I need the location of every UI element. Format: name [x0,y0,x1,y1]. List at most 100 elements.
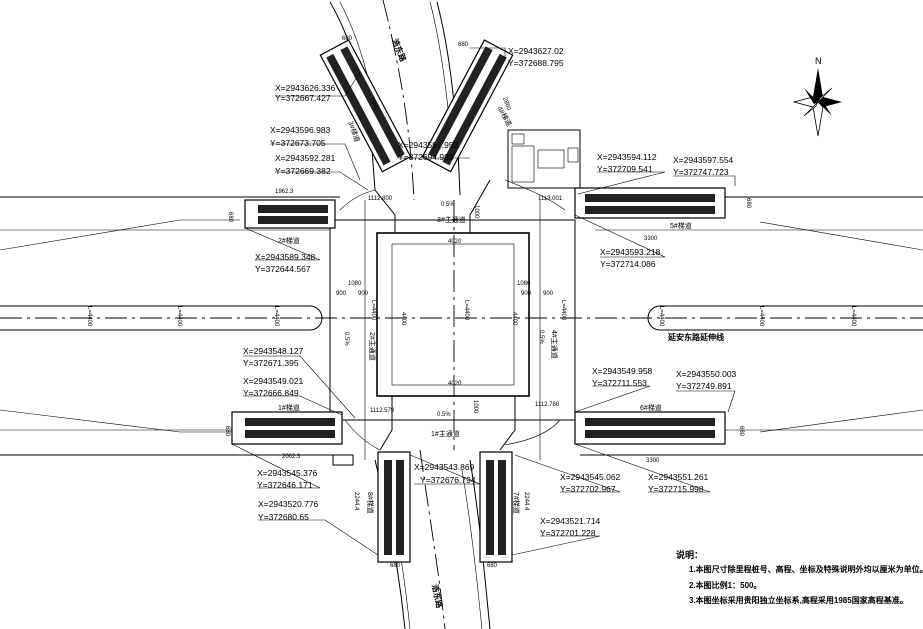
entrance-2-label: 2#梯道 [278,236,300,245]
svg-text:Y=372671.395: Y=372671.395 [243,358,299,368]
svg-text:Y=372667.427: Y=372667.427 [275,93,331,103]
section-tag-9: L=4400 [850,306,856,327]
svg-text:X=2943597.953: X=2943597.953 [398,140,459,150]
underpass-axes [364,200,541,460]
small-box-sw [332,454,354,466]
notes-title: 说明： [676,549,703,560]
dim-680-se: 680 [738,426,744,437]
section-tag-6: L=4400 [560,300,566,321]
svg-text:X=2943549.021: X=2943549.021 [243,376,304,386]
svg-text:X=2943589.348: X=2943589.348 [255,252,316,262]
svg-text:Y=372676.794: Y=372676.794 [420,475,476,485]
slope-east: 0.5% [538,330,544,344]
dim-2244-s1: 2244.4 [353,492,359,511]
elev-ne: 1113.001 [538,196,563,202]
svg-text:X=2943548.127: X=2943548.127 [243,346,304,356]
svg-text:Y=372711.553: Y=372711.553 [592,378,647,388]
elev-se: 1112.780 [535,402,560,408]
dim-900-left-a: 900 [336,291,347,297]
entrance-7-stair [479,451,513,563]
road-east-west-edges [0,196,923,456]
entrance-2-stair [244,199,336,229]
dim-4400-right: 4400 [511,312,517,326]
slope-west: 0.5% [343,332,349,346]
svg-text:Y=372694.983: Y=372694.983 [398,152,454,162]
elev-nw: 1112.800 [368,196,393,202]
svg-text:Y=372644.567: Y=372644.567 [255,264,311,274]
passage-2-label: 2#主通道 [368,332,377,361]
slope-north: 0.5% [441,202,455,208]
road-name-north: 浩东路 [390,37,409,64]
dim-680-sw: 680 [224,426,230,437]
dim-680-nw: 680 [342,36,353,42]
svg-text:X=2943551.261: X=2943551.261 [648,472,709,482]
dim-1080-left: 1080 [348,281,362,287]
coord-callout-16: X=2943545.062 Y=372702.967 [514,454,621,494]
dim-4400-left: 4400 [400,312,406,326]
underpass-outer-box [329,219,576,421]
dim-680-s2: 680 [487,563,498,569]
svg-text:Y=372747.723: Y=372747.723 [673,167,729,177]
dim-900-right-b: 900 [543,291,554,297]
underpass-hall [376,232,530,397]
road-north-centerline [382,0,415,201]
svg-text:Y=372709.541: Y=372709.541 [597,164,653,174]
coord-callout-15: X=2943543.869 Y=372676.794 [409,454,481,485]
coord-callout-9: X=2943593.218 Y=372714.086 [574,214,666,269]
passage-3-label: 3#主通道 [437,215,466,224]
entrance-7-label: 7#梯道 [512,492,521,514]
svg-text:Y=372701.228: Y=372701.228 [540,528,596,538]
svg-text:Y=372714.086: Y=372714.086 [600,259,656,269]
coord-callout-1: X=2943627.02 Y=372688.795 [470,46,564,68]
entrance-8-stair [377,451,411,563]
note-item-1: 1.本图尺寸除里程桩号、高程、坐标及特殊说明外均以厘米为单位。 [689,564,923,574]
section-tag-3: L=4400 [273,306,279,327]
dim-680-ne: 680 [458,42,469,48]
dim-4020-bottom: 4020 [448,381,462,387]
entrance-8-label: 8#梯道 [366,492,375,514]
section-tag-4: L=4400 [370,300,376,321]
svg-text:X=2943520.776: X=2943520.776 [258,499,319,509]
svg-text:X=2943545.376: X=2943545.376 [257,468,318,478]
coord-callout-10: X=2943548.127 Y=372671.395 [243,346,356,419]
svg-text:Y=372715.998: Y=372715.998 [648,484,704,494]
svg-text:Y=372688.795: Y=372688.795 [508,58,564,68]
svg-text:Y=372749.891: Y=372749.891 [676,381,732,391]
dim-4020-top: 4020 [448,239,462,245]
corner-fillets [339,179,566,451]
entrance-4-stair [421,39,514,173]
dim-680-e: 680 [745,198,751,209]
coord-callout-8: X=2943589.348 Y=372644.567 [244,227,321,274]
dim-3300-ne: 3300 [644,236,658,242]
passage-4-label: 4#主通道 [550,330,559,359]
svg-text:Y=372666.849: Y=372666.849 [243,388,299,398]
dim-900-right-a: 900 [521,291,532,297]
section-tag-8: L=4400 [758,306,764,327]
slope-south: 0.5% [437,412,451,418]
svg-text:X=2943545.062: X=2943545.062 [560,472,621,482]
notes-block: 说明： 1.本图尺寸除里程桩号、高程、坐标及特殊说明外均以厘米为单位。 2.本图… [676,549,923,605]
dim-2860-nw: 2860 [368,97,379,112]
north-arrow-label: N [815,56,822,66]
dim-2244-s2: 2244.4 [523,492,529,511]
section-tag-1: L=4400 [86,306,92,327]
section-tag-5: L=4400 [463,300,469,321]
entrance-6-stair [574,411,726,445]
svg-text:Y=372680.65: Y=372680.65 [258,512,309,522]
coord-callout-19: X=2943521.714 Y=372701.228 [511,516,601,556]
corridor-north [374,179,491,233]
svg-text:X=2943549.958: X=2943549.958 [592,366,653,376]
dim-1000-bottom: 1000 [472,400,478,414]
dim-680-w: 680 [227,212,233,223]
note-item-2: 2.本图比例1：500。 [689,580,761,590]
svg-text:Y=372646.171: Y=372646.171 [257,480,313,490]
svg-text:X=2943592.281: X=2943592.281 [275,153,336,163]
svg-text:X=2943594.112: X=2943594.112 [597,152,657,162]
dim-900-left-b: 900 [358,291,369,297]
coord-callout-2: X=2943626.336 Y=372667.427 [275,71,361,103]
svg-text:Y=372702.967: Y=372702.967 [560,484,616,494]
coord-callout-7: X=2943597.554 Y=372747.723 [673,155,736,186]
svg-text:Y=372669.382: Y=372669.382 [275,166,331,176]
dim-1080-right: 1080 [517,281,531,287]
